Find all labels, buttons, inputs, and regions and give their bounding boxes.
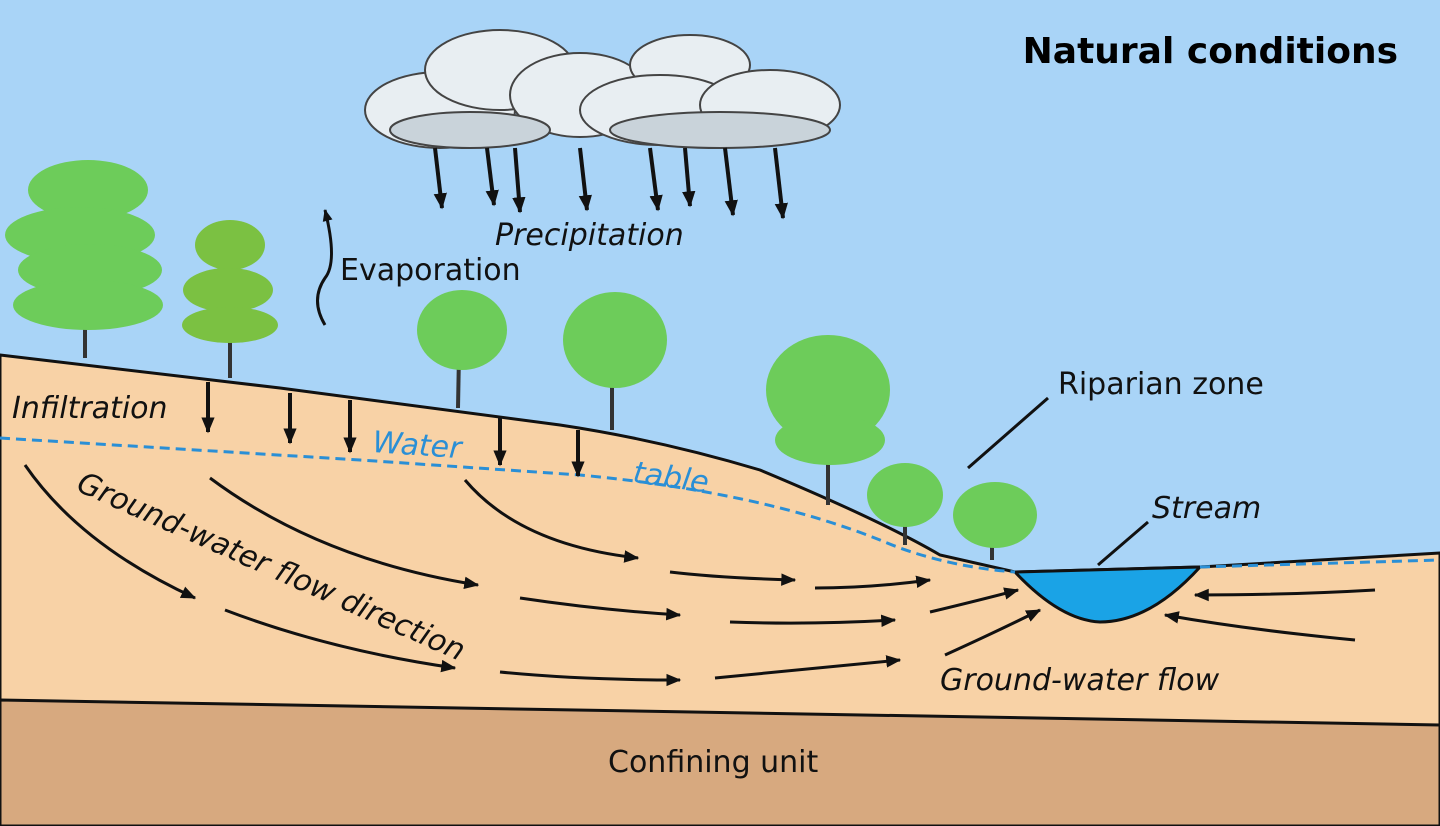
stream-pointer <box>1097 520 1149 567</box>
tree-icon <box>417 290 507 409</box>
confining-unit-label: Confining unit <box>608 745 819 780</box>
cloud-icon <box>364 29 841 149</box>
evaporation-arrow <box>316 209 333 326</box>
ground-water-flow-label: Ground-water flow <box>940 663 1220 698</box>
tree-icon <box>182 220 278 378</box>
tree-icon <box>867 463 943 545</box>
infiltration-arrows <box>201 382 585 478</box>
tree-icon <box>766 335 890 505</box>
precipitation-label: Precipitation <box>495 218 684 253</box>
evaporation-label: Evaporation <box>340 253 521 288</box>
tree-icon <box>953 482 1037 560</box>
tree-icon <box>563 292 667 430</box>
stream <box>1011 565 1204 624</box>
stream-label: Stream <box>1152 491 1261 526</box>
precipitation-arrows <box>433 147 788 220</box>
riparian-zone-label: Riparian zone <box>1058 367 1264 402</box>
ground-water-flow-arrows <box>23 464 1376 687</box>
confining-unit-layer <box>0 698 1440 826</box>
water-table-line <box>0 436 1440 574</box>
riparian-zone-pointer <box>967 396 1049 470</box>
tree-icon <box>5 160 163 358</box>
infiltration-label: Infiltration <box>12 391 168 426</box>
water-table-label-water: Water <box>371 425 464 466</box>
title: Natural conditions <box>1023 31 1398 72</box>
